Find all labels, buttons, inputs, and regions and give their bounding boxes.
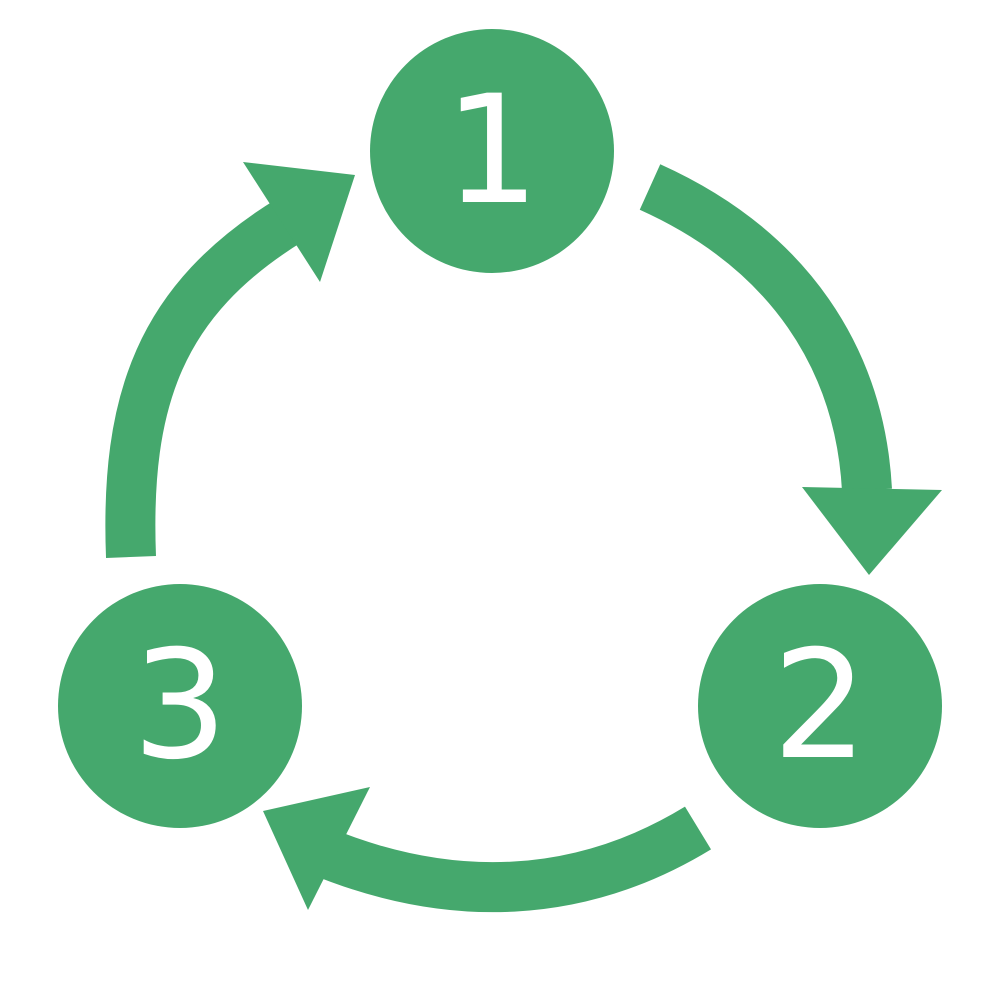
arrow-3-to-1-body bbox=[105, 198, 304, 558]
arrow-2-to-3-body bbox=[308, 806, 712, 913]
arrow-2-to-3-head bbox=[263, 787, 370, 910]
step-3: 3 bbox=[58, 584, 302, 828]
arrow-1-to-2-body bbox=[639, 164, 892, 492]
step-2-number: 2 bbox=[772, 619, 867, 793]
step-2-circle bbox=[698, 584, 942, 828]
step-1-circle bbox=[370, 29, 614, 273]
step-1: 1 bbox=[370, 29, 614, 273]
arrow-3-to-1-head bbox=[243, 162, 355, 282]
arrow-2-to-3 bbox=[263, 787, 712, 913]
step-3-number: 3 bbox=[132, 619, 227, 793]
step-1-number: 1 bbox=[444, 64, 539, 238]
arrow-1-to-2-head bbox=[802, 487, 942, 575]
arrow-3-to-1 bbox=[105, 162, 355, 558]
step-3-circle bbox=[58, 584, 302, 828]
arrow-1-to-2 bbox=[639, 164, 942, 575]
step-2: 2 bbox=[698, 584, 942, 828]
